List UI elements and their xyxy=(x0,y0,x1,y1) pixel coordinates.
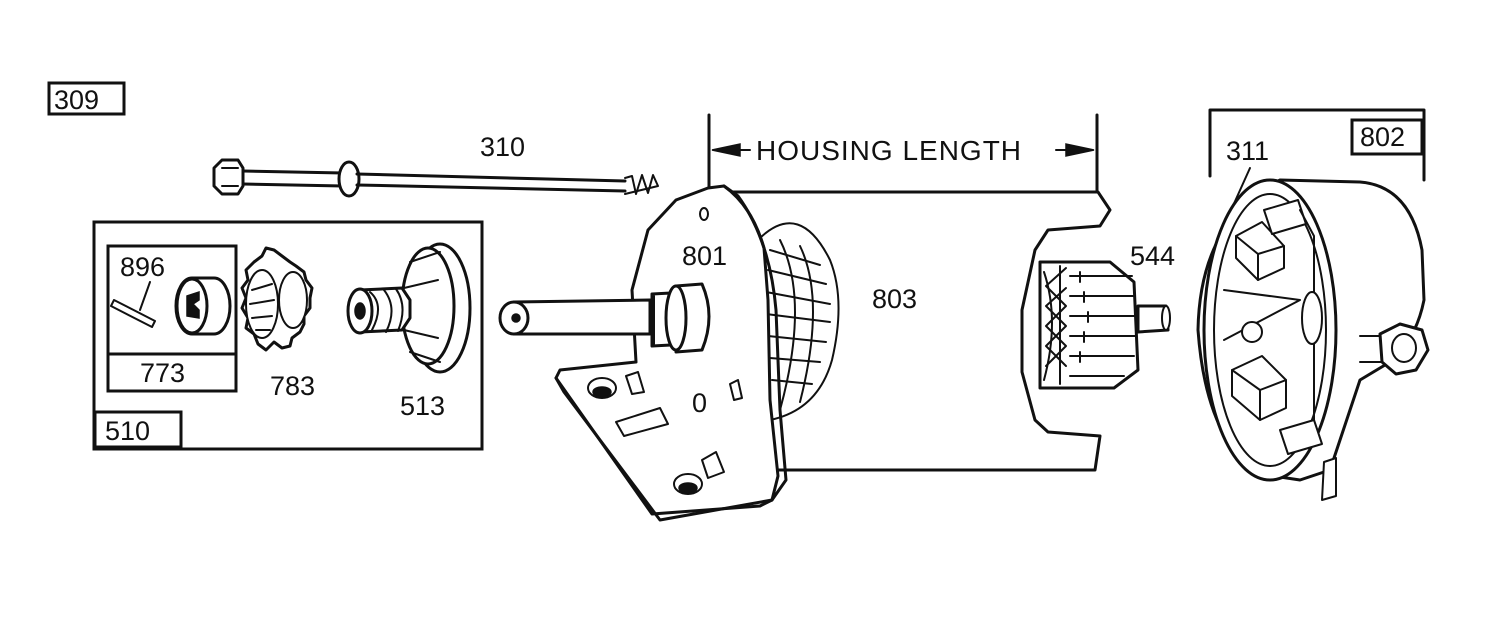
slot-marker-a: 0 xyxy=(692,388,707,418)
drive-assembly xyxy=(346,242,472,374)
assembly-number: 309 xyxy=(54,85,99,115)
housing-length-dimension: HOUSING LENGTH xyxy=(707,113,1099,192)
armature-label: 544 xyxy=(1130,241,1175,271)
mounting-end-plate xyxy=(498,184,788,522)
bolt-label: 310 xyxy=(480,132,525,162)
gear-label: 783 xyxy=(270,371,315,401)
mount-end-label: 801 xyxy=(682,241,727,271)
end-cap: 802 311 xyxy=(1196,108,1430,501)
through-bolt xyxy=(212,158,659,198)
housing-length-text: HOUSING LENGTH xyxy=(756,135,1022,166)
kit-box-label: 510 xyxy=(105,416,150,446)
housing-label: 803 xyxy=(872,284,917,314)
pin-label: 896 xyxy=(120,252,165,282)
armature xyxy=(1038,260,1171,390)
brush-label: 311 xyxy=(1226,136,1269,166)
end-cap-label: 802 xyxy=(1360,122,1405,152)
assembly-label: 309 xyxy=(47,81,126,116)
drive-label: 513 xyxy=(400,391,445,421)
collar-label: 773 xyxy=(140,358,185,388)
pinion-gear xyxy=(240,246,314,352)
